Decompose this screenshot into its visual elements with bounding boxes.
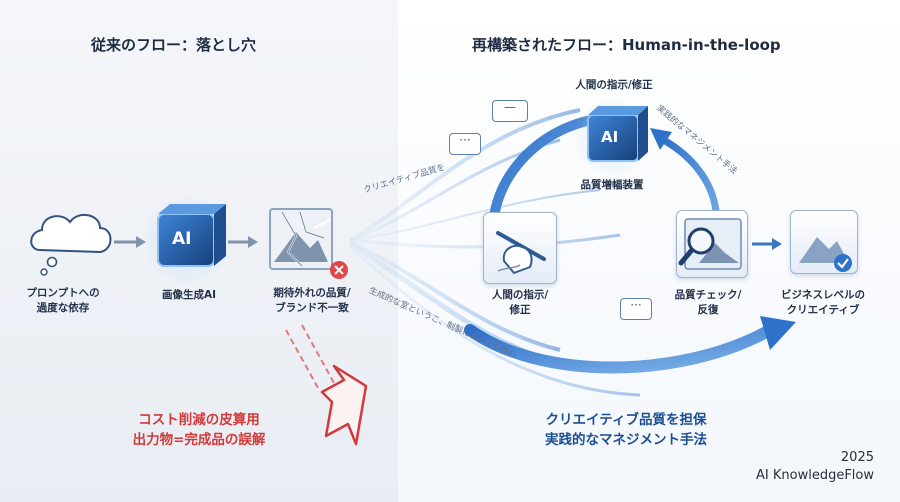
magnifier-icon (678, 218, 742, 270)
top-human-instruction-label: 人間の指示/修正 (575, 79, 653, 91)
ai-chip-label: AI (601, 128, 619, 146)
bottom-summary: クリエイティブ品質を担保 実践的なマネジメント手法 (545, 412, 707, 448)
check-label: 品質チェック/ 反復 (674, 289, 742, 316)
hand-label: 人間の指示/ 修正 (491, 289, 549, 316)
ai-chip-label: AI (172, 229, 192, 249)
step-label-poor-quality: 期待外れの品質/ ブランド不一致 (273, 287, 351, 314)
right-title: 再構築されたフロー：Human-in-the-loop (472, 36, 781, 54)
hand-pen-icon (496, 231, 546, 275)
ai-chip-icon (573, 98, 653, 178)
chat-bubble-icon: — (492, 100, 528, 122)
hand-drawing-card (483, 212, 557, 284)
chat-bubble-icon: ··· (620, 298, 652, 320)
quality-check-card (676, 210, 748, 278)
step-label-prompt: プロンプトへの 過度な依存 (26, 287, 100, 314)
footer-brand: AI KnowledgeFlow (756, 468, 874, 483)
image-check-icon (799, 237, 852, 272)
error-x-icon (330, 261, 348, 279)
arrow-right-icon (114, 236, 146, 248)
arrow-right-icon (752, 238, 782, 250)
thought-cloud-icon (30, 213, 112, 276)
left-title: 従来のフロー：落とし穴 (91, 36, 257, 54)
result-image-card (790, 210, 858, 274)
footer-year: 2025 (840, 450, 874, 465)
result-label: ビジネスレベルの クリエイティブ (781, 289, 865, 316)
step-label-image-ai: 画像生成AI (161, 289, 217, 301)
quality-amplifier-label: 品質増幅装置 (580, 179, 644, 191)
failure-arrow-icon (285, 324, 368, 446)
chat-bubble-icon: ··· (449, 133, 481, 155)
broken-image-icon (269, 208, 333, 270)
arrow-right-icon (228, 236, 258, 248)
footer: 2025 AI KnowledgeFlow (756, 449, 874, 485)
ai-chip-icon (143, 196, 231, 284)
warning-text: コスト削減の皮算用 出力物=完成品の誤解 (132, 412, 266, 448)
